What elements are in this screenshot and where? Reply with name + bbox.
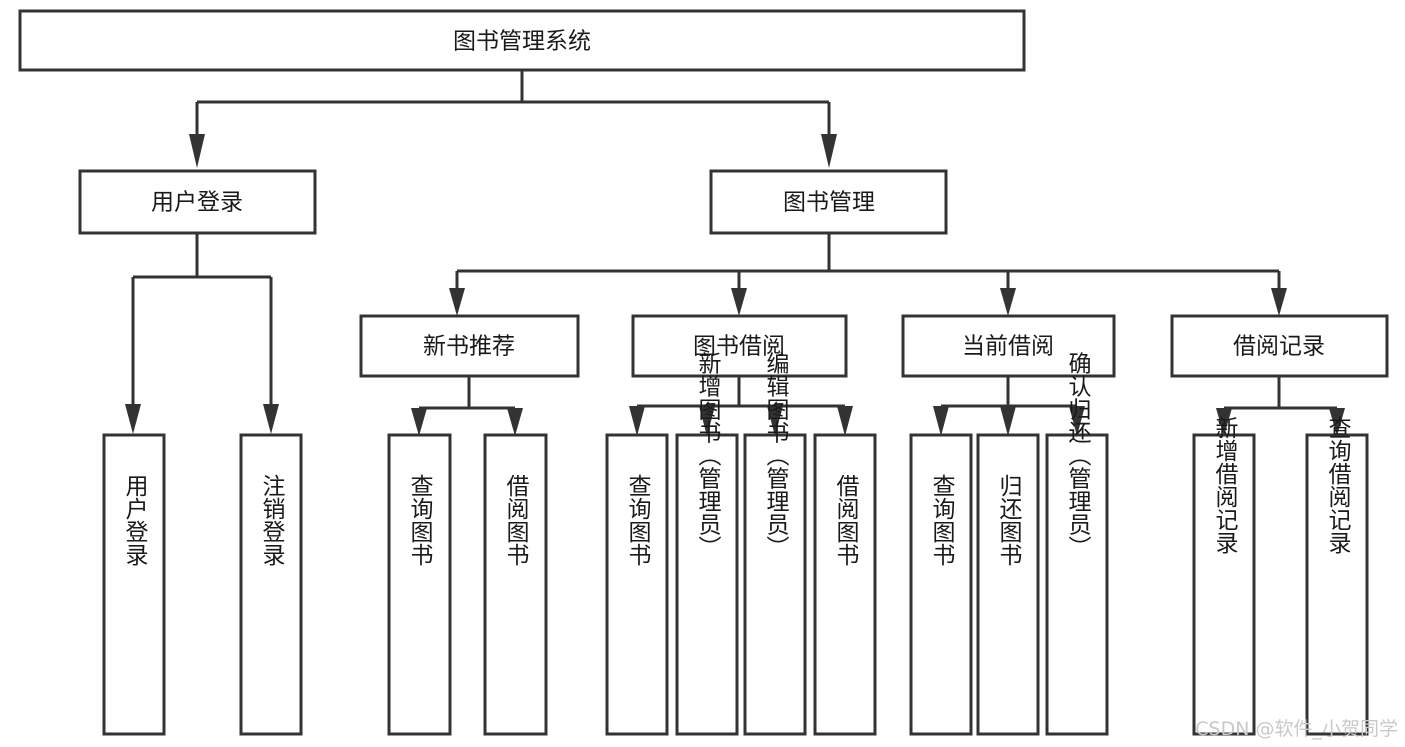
arrow-to-current-borrow <box>1000 288 1016 316</box>
leaf-query-record-box[interactable] <box>1305 433 1369 736</box>
arrow-to-leaf-confirm-return <box>1069 406 1085 436</box>
leaf-logout-login[interactable]: 注销登录 <box>239 433 303 736</box>
node-borrow-record-label: 借阅记录 <box>1233 334 1325 360</box>
node-user-login-box[interactable] <box>78 169 317 235</box>
leaf-user-login[interactable]: 用户登录 <box>102 433 166 736</box>
node-new-book-recommend-label: 新书推荐 <box>423 334 515 360</box>
leaf-edit-book-box[interactable] <box>743 433 807 736</box>
node-current-borrow-box[interactable] <box>901 314 1116 378</box>
leaf-add-record-label: 新增借阅记录 <box>1211 416 1239 554</box>
connector-layer <box>125 70 1345 436</box>
leaf-add-book-label: 新增图书（管理员） <box>694 352 722 559</box>
leaf-confirm-return-label: 确认归还（管理员） <box>1064 352 1092 559</box>
leaf-borrow-book-2-box[interactable] <box>813 433 877 736</box>
node-new-book-recommend[interactable]: 新书推荐 <box>359 314 580 378</box>
leaf-return-book-label: 归还图书 <box>995 474 1023 566</box>
leaf-return-book-box[interactable] <box>976 433 1040 736</box>
leaf-query-book-1-box[interactable] <box>387 433 452 736</box>
node-book-borrow[interactable]: 图书借阅 <box>631 314 848 378</box>
node-book-manage-label: 图书管理 <box>783 190 875 216</box>
leaf-query-book-1-label: 查询图书 <box>406 474 434 566</box>
node-borrow-record[interactable]: 借阅记录 <box>1170 314 1389 378</box>
leaf-user-login-box[interactable] <box>102 433 166 736</box>
leaf-query-book-3-box[interactable] <box>909 433 973 736</box>
arrow-to-leaf-user-login <box>125 404 141 434</box>
leaf-query-book-1[interactable]: 查询图书 <box>387 433 452 736</box>
leaf-user-login-label: 用户登录 <box>121 474 149 566</box>
node-new-book-recommend-box[interactable] <box>359 314 580 378</box>
arrow-to-leaf-add-record <box>1216 408 1232 436</box>
arrow-to-leaf-query-record <box>1329 408 1345 436</box>
node-root[interactable]: 图书管理系统 <box>18 9 1026 72</box>
arrow-to-leaf-query-book-1 <box>411 408 427 436</box>
node-user-login[interactable]: 用户登录 <box>78 169 317 235</box>
arrow-to-borrow-record <box>1271 288 1287 316</box>
arrow-to-leaf-logout-login <box>263 404 279 434</box>
arrow-to-leaf-query-book-3 <box>933 406 949 436</box>
node-book-manage[interactable]: 图书管理 <box>709 169 948 235</box>
node-root-label: 图书管理系统 <box>453 29 591 55</box>
leaf-query-book-2-label: 查询图书 <box>624 474 652 566</box>
node-user-login-label: 用户登录 <box>151 190 243 216</box>
leaf-confirm-return-box[interactable] <box>1045 433 1109 736</box>
leaf-borrow-book-2-label: 借阅图书 <box>832 474 860 566</box>
node-book-manage-box[interactable] <box>709 169 948 235</box>
node-current-borrow[interactable]: 当前借阅 <box>901 314 1116 378</box>
leaf-borrow-book-1-label: 借阅图书 <box>502 474 530 566</box>
leaf-add-book-box[interactable] <box>675 433 739 736</box>
arrow-to-new-book-recommend <box>449 288 465 316</box>
leaf-return-book[interactable]: 归还图书 <box>976 433 1040 736</box>
leaf-query-book-2-box[interactable] <box>605 433 669 736</box>
leaf-borrow-book-2[interactable]: 借阅图书 <box>813 433 877 736</box>
arrow-to-book-borrow <box>731 288 747 316</box>
node-current-borrow-label: 当前借阅 <box>962 334 1054 360</box>
leaf-query-book-3-label: 查询图书 <box>928 474 956 566</box>
arrow-to-book-manage <box>821 134 837 168</box>
leaf-query-record-label: 查询借阅记录 <box>1324 416 1352 554</box>
node-book-borrow-label: 图书借阅 <box>693 334 785 360</box>
node-root-box[interactable] <box>18 9 1026 72</box>
leaf-borrow-book-1[interactable]: 借阅图书 <box>483 433 548 736</box>
leaf-edit-book-label: 编辑图书（管理员） <box>762 352 790 559</box>
leaf-add-book[interactable]: 新增图书（管理员） <box>675 352 739 736</box>
node-borrow-record-box[interactable] <box>1170 314 1389 378</box>
node-book-borrow-box[interactable] <box>631 314 848 378</box>
arrow-to-leaf-query-book-2 <box>629 406 645 436</box>
leaf-confirm-return[interactable]: 确认归还（管理员） <box>1045 352 1109 736</box>
arrow-to-leaf-borrow-book-1 <box>507 408 523 436</box>
leaf-add-record[interactable]: 新增借阅记录 <box>1192 416 1256 736</box>
leaf-query-record[interactable]: 查询借阅记录 <box>1305 416 1369 736</box>
arrow-to-leaf-edit-book <box>767 406 783 436</box>
arrow-to-leaf-add-book <box>699 406 715 436</box>
leaf-logout-login-label: 注销登录 <box>258 474 286 566</box>
leaf-query-book-2[interactable]: 查询图书 <box>605 433 669 736</box>
leaf-add-record-box[interactable] <box>1192 433 1256 736</box>
leaf-query-book-3[interactable]: 查询图书 <box>909 433 973 736</box>
leaf-edit-book[interactable]: 编辑图书（管理员） <box>743 352 807 736</box>
leaf-logout-login-box[interactable] <box>239 433 303 736</box>
arrow-to-user-login <box>189 134 205 168</box>
arrow-to-leaf-return-book <box>1000 406 1016 436</box>
csdn-watermark: CSDN @软件_小贺同学 <box>1195 718 1398 740</box>
leaf-borrow-book-1-box[interactable] <box>483 433 548 736</box>
arrow-to-leaf-borrow-book-2 <box>837 406 853 436</box>
